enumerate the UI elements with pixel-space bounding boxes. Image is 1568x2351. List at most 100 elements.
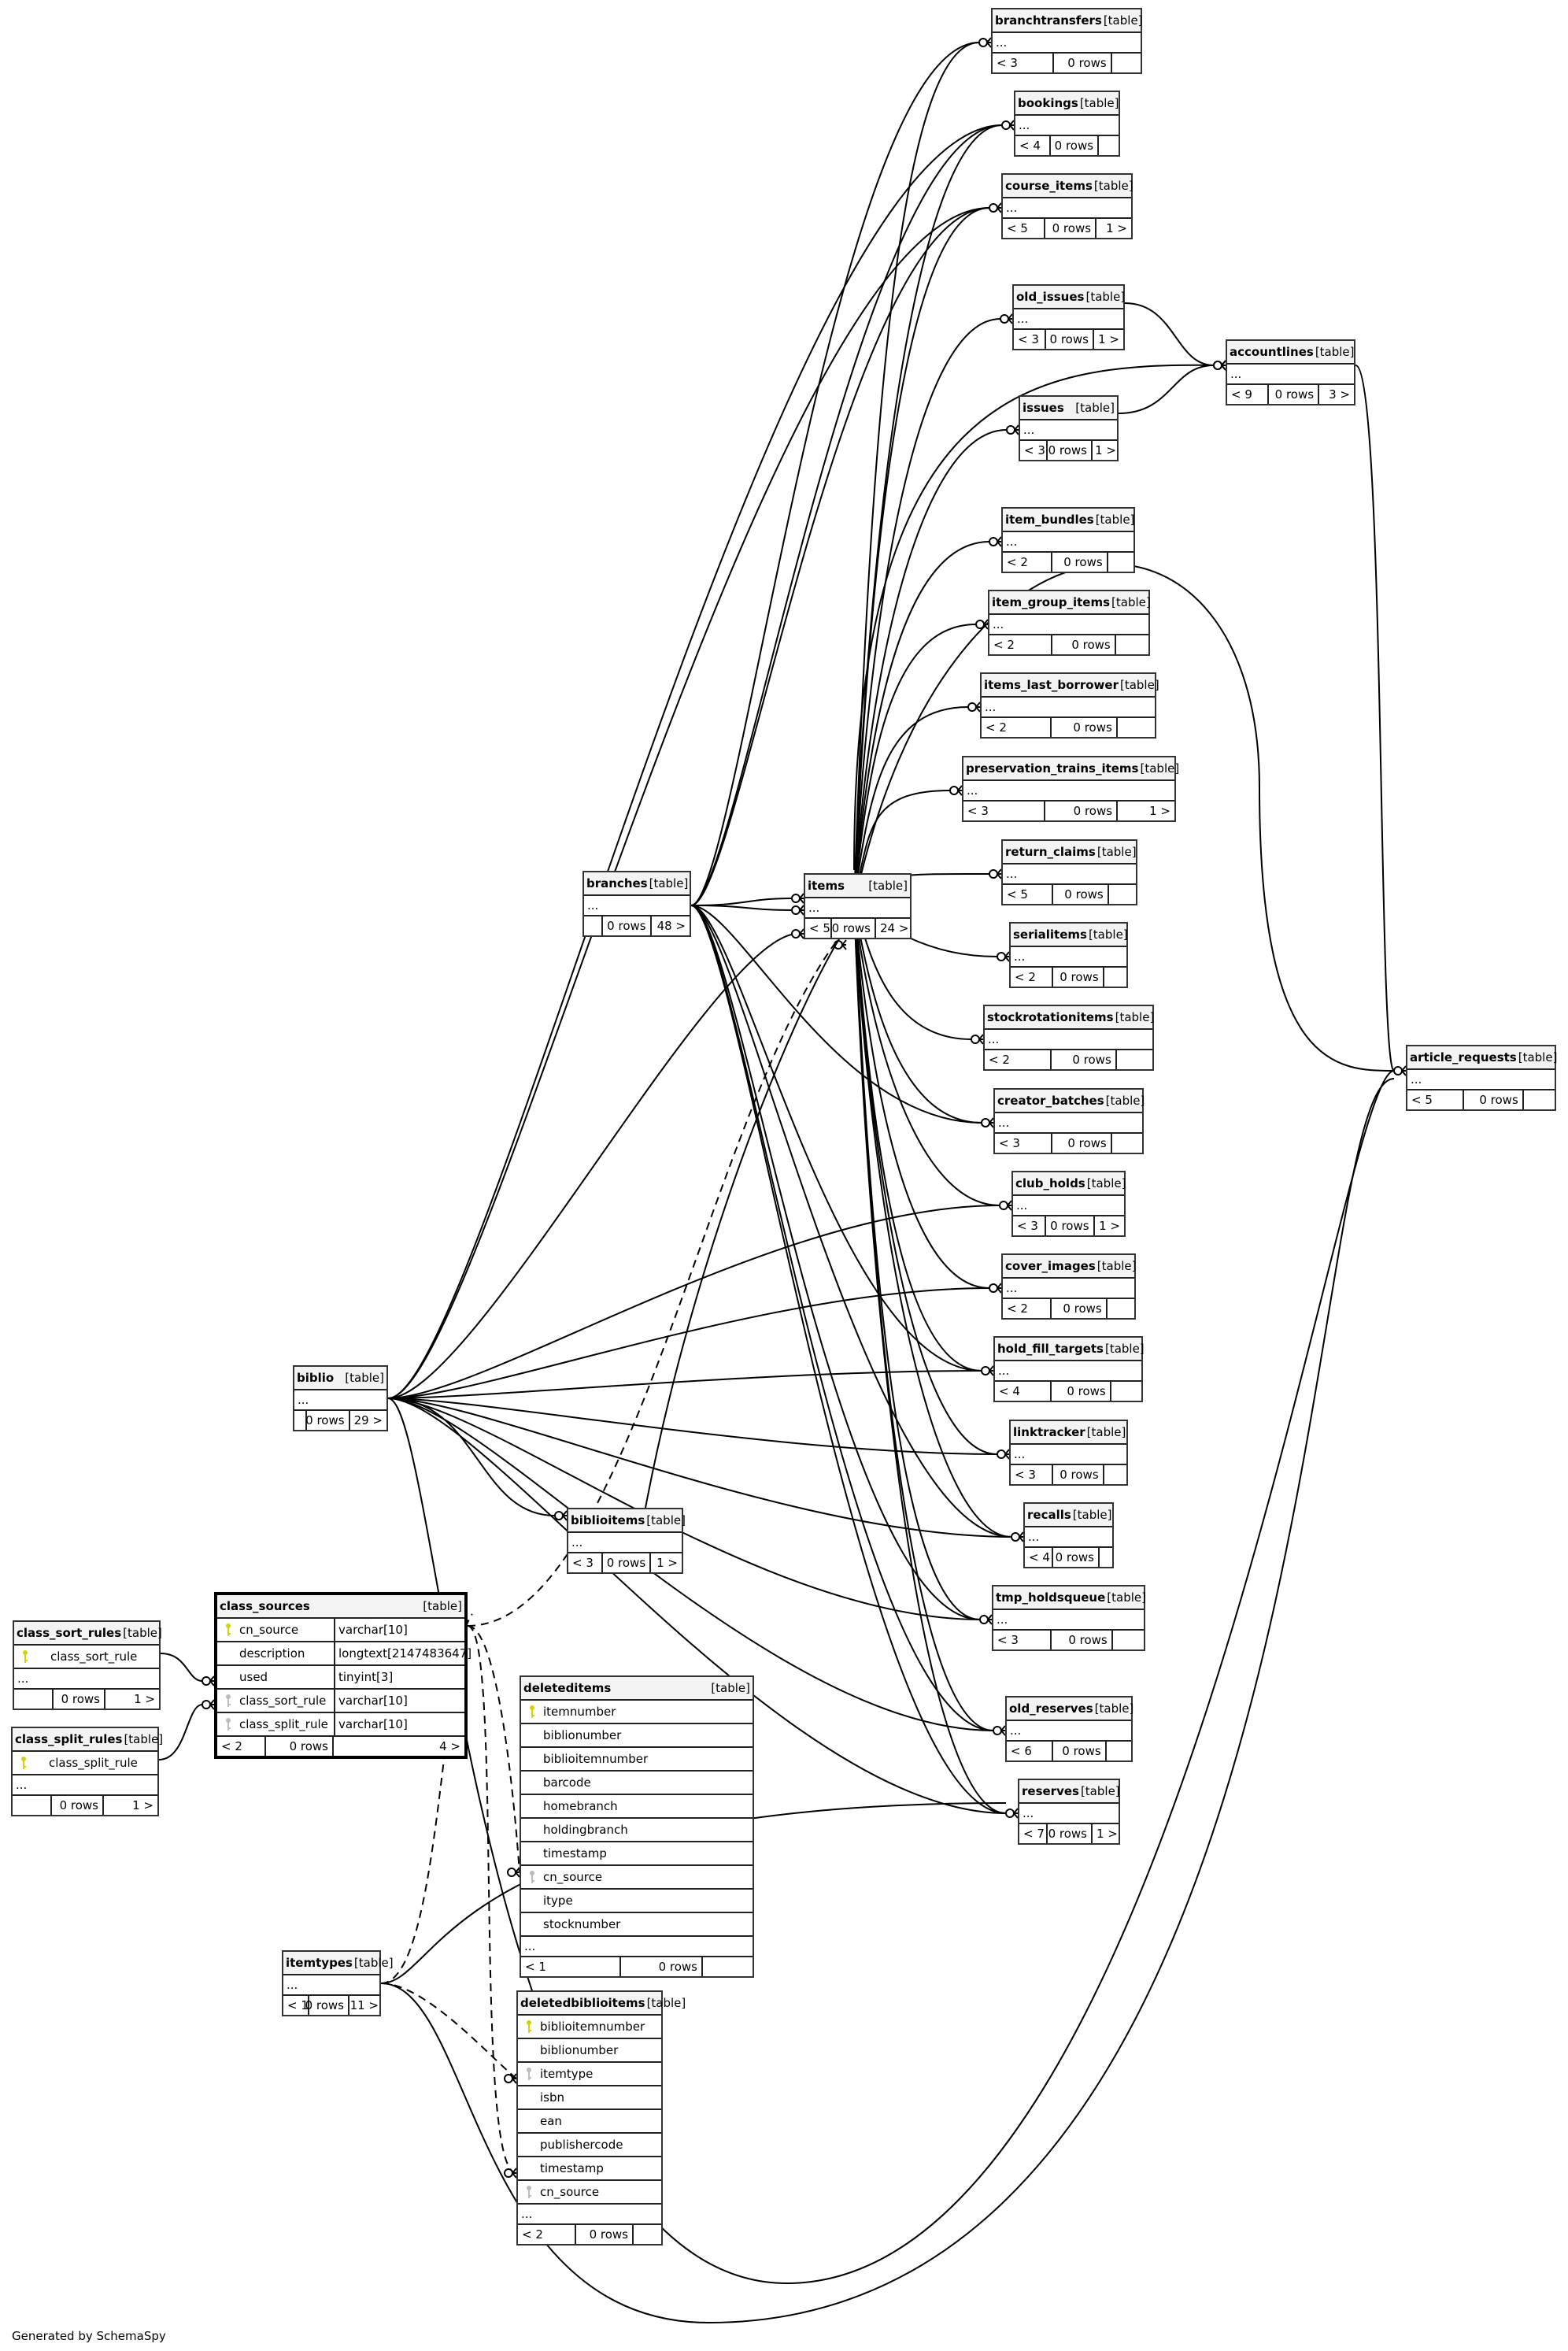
child-count[interactable]: 1 > — [1099, 1218, 1120, 1233]
parent-count[interactable]: < 3 — [995, 1134, 1053, 1153]
child-count[interactable] — [1524, 1090, 1555, 1109]
child-count[interactable] — [1113, 1631, 1144, 1649]
column-row[interactable]: timestamp — [518, 2157, 661, 2181]
parent-count[interactable] — [584, 916, 604, 935]
child-count[interactable]: 29 > — [353, 1412, 383, 1427]
parent-count[interactable]: < 3 — [963, 802, 1046, 820]
parent-count[interactable]: < 2 — [985, 1050, 1052, 1069]
column-row[interactable]: homebranch — [521, 1795, 753, 1819]
parent-count[interactable] — [14, 1690, 54, 1709]
child-count[interactable]: 24 > — [880, 920, 909, 935]
column-row[interactable]: itype — [521, 1890, 753, 1913]
parent-count[interactable]: < 5 — [1003, 885, 1054, 904]
child-count[interactable]: 1 > — [1096, 1826, 1118, 1841]
parent-count[interactable]: < 4 — [1015, 136, 1051, 155]
parent-count[interactable]: < 2 — [518, 2225, 576, 2244]
column-row[interactable]: stocknumber — [521, 1913, 753, 1937]
child-count[interactable] — [1117, 1050, 1152, 1069]
column-row[interactable]: itemtype — [518, 2063, 661, 2086]
child-count[interactable] — [1100, 1548, 1112, 1567]
parent-count[interactable]: < 6 — [1007, 1742, 1054, 1760]
column-row[interactable]: class_split_rule — [13, 1752, 157, 1775]
child-count[interactable] — [1099, 136, 1119, 155]
child-count[interactable] — [1104, 1465, 1126, 1484]
parent-count[interactable]: < 4 — [995, 1382, 1052, 1401]
column-row[interactable]: biblionumber — [518, 2039, 661, 2063]
column-row[interactable]: biblioitemnumber — [518, 2016, 661, 2039]
child-count[interactable] — [1104, 968, 1126, 987]
parent-count[interactable]: < 3 — [993, 54, 1055, 72]
parent-count[interactable]: < 3 — [568, 1553, 603, 1572]
parent-count[interactable]: < 3 — [993, 1631, 1052, 1649]
parent-count[interactable]: < 2 — [217, 1737, 266, 1756]
child-count[interactable] — [634, 2225, 661, 2244]
parent-count[interactable]: < 2 — [1011, 968, 1053, 987]
child-count[interactable]: 1 > — [1095, 442, 1116, 457]
table-class-sort-rules[interactable]: class_sort_rules[table]class_sort_rule..… — [13, 1620, 162, 1710]
child-count[interactable]: 1 > — [1149, 803, 1170, 818]
child-count[interactable]: 1 > — [134, 1691, 155, 1706]
child-count[interactable]: 1 > — [1098, 331, 1119, 346]
child-count[interactable] — [703, 1957, 753, 1976]
column-row[interactable]: biblioitemnumber — [521, 1748, 753, 1772]
column-row[interactable]: barcode — [521, 1772, 753, 1795]
child-count[interactable]: 4 > — [439, 1738, 460, 1753]
parent-count[interactable]: < 4 — [1025, 1548, 1053, 1567]
child-count[interactable] — [1107, 1742, 1131, 1760]
child-count[interactable]: 11 > — [349, 1997, 379, 2012]
table-class-split-rules[interactable]: class_split_rules[table]class_split_rule… — [11, 1727, 163, 1816]
column-row[interactable]: holdingbranch — [521, 1819, 753, 1842]
table-deletedbiblioitems[interactable]: deletedbiblioitems[table]biblioitemnumbe… — [516, 1990, 686, 2245]
child-count[interactable]: 1 > — [1106, 220, 1127, 235]
column-row[interactable]: itemnumber — [521, 1701, 753, 1724]
parent-count[interactable]: < 9 — [1227, 385, 1269, 404]
child-count[interactable]: 1 > — [132, 1797, 153, 1812]
child-count[interactable] — [1111, 1382, 1141, 1401]
parent-count[interactable]: < 3 — [1011, 1465, 1053, 1484]
child-count[interactable] — [1108, 553, 1133, 572]
child-count[interactable] — [1118, 718, 1155, 737]
column-row[interactable]: publishercode — [518, 2134, 661, 2157]
parent-count[interactable] — [13, 1796, 52, 1815]
column-row[interactable]: timestamp — [521, 1842, 753, 1866]
child-count[interactable]: 1 > — [656, 1555, 678, 1570]
parent-count[interactable]: < 2 — [982, 718, 1052, 737]
child-count[interactable] — [1108, 1299, 1134, 1318]
parent-count[interactable]: < 2 — [1003, 553, 1053, 572]
child-count[interactable]: 48 > — [656, 918, 686, 933]
child-count[interactable] — [1112, 1134, 1142, 1153]
parent-count[interactable]: < 5 — [1003, 219, 1045, 238]
child-count[interactable] — [1109, 885, 1136, 904]
child-count[interactable]: 3 > — [1329, 387, 1350, 402]
parent-count[interactable]: < 2 — [989, 635, 1053, 654]
column-row[interactable]: isbn — [518, 2086, 661, 2110]
